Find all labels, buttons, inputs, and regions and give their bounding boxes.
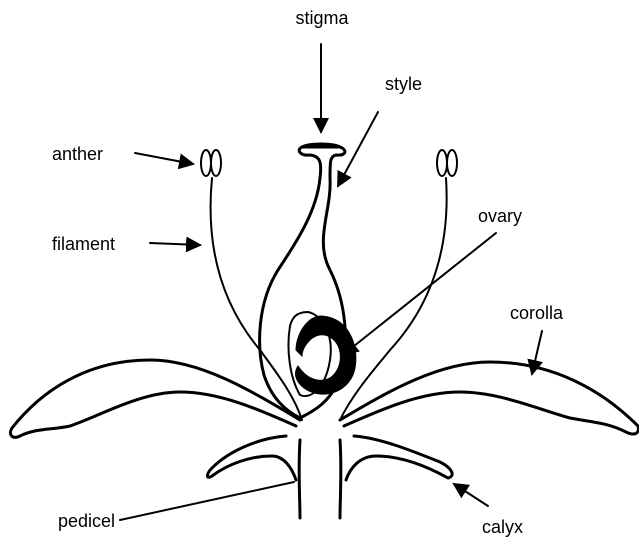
anther-left-a xyxy=(201,150,211,176)
anther-right-a xyxy=(437,150,447,176)
label-stigma: stigma xyxy=(295,8,349,28)
sepal-right xyxy=(346,436,452,480)
arrow-ovary xyxy=(344,233,496,354)
label-style: style xyxy=(385,74,422,94)
label-calyx: calyx xyxy=(482,517,523,537)
petal-left xyxy=(10,360,300,437)
filament-left xyxy=(211,178,302,420)
label-pedicel: pedicel xyxy=(58,511,115,531)
arrow-calyx xyxy=(454,484,488,506)
arrow-anther xyxy=(135,153,193,164)
anther-right-b xyxy=(447,150,457,176)
arrow-pedicel xyxy=(120,482,294,520)
label-anther: anther xyxy=(52,144,103,164)
label-corolla: corolla xyxy=(510,303,564,323)
petal-right xyxy=(340,362,638,434)
pedicel-stalk-left xyxy=(299,440,300,518)
arrow-filament xyxy=(150,243,200,245)
label-filament: filament xyxy=(52,234,115,254)
ovule xyxy=(296,316,356,394)
sepal-left xyxy=(208,436,297,480)
label-ovary: ovary xyxy=(478,206,522,226)
pedicel-stalk-right xyxy=(340,440,341,518)
filament-right xyxy=(340,178,447,420)
anther-left-b xyxy=(211,150,221,176)
